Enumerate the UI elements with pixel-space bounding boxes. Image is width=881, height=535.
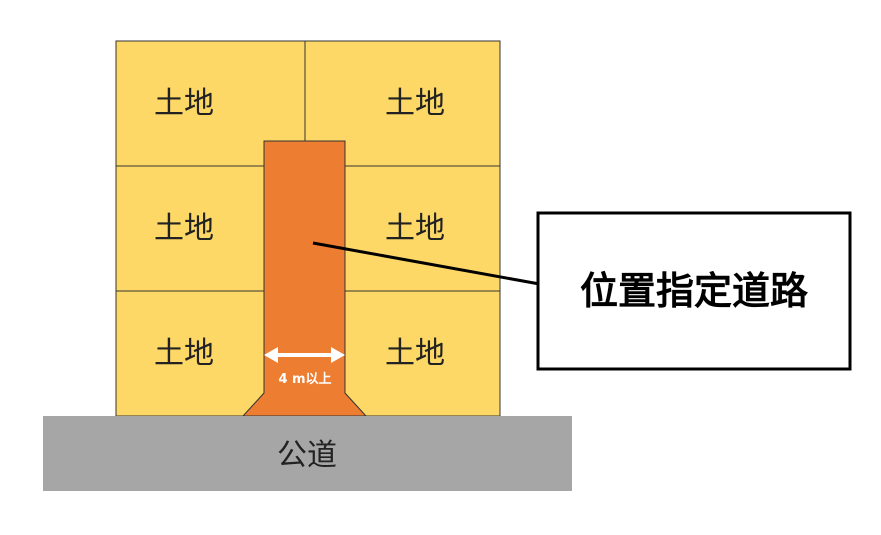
lot-label: 土地 <box>154 211 214 246</box>
public-road-label: 公道 <box>277 438 337 473</box>
width-label: 4 m以上 <box>278 372 331 387</box>
public-road <box>43 416 572 491</box>
callout-box <box>536 211 852 371</box>
lot-label: 土地 <box>385 86 445 121</box>
lot-label: 土地 <box>154 86 214 121</box>
lot-label: 土地 <box>385 211 445 246</box>
lot-label: 土地 <box>154 336 214 371</box>
callout-leader-line <box>312 241 546 287</box>
width-arrow-icon <box>264 347 345 363</box>
callout-label: 位置指定道路 <box>580 269 809 313</box>
lot-label: 土地 <box>385 336 445 371</box>
